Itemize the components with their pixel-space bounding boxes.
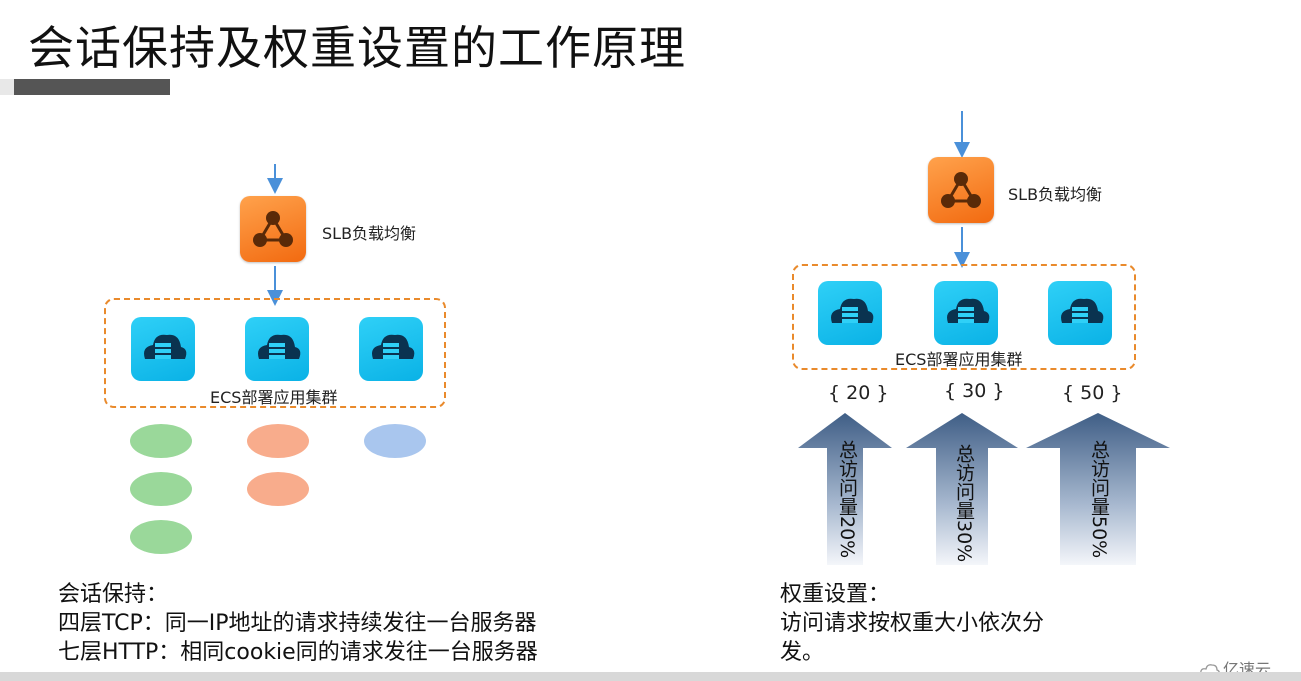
right-ecs-server-icon-2: [934, 281, 998, 345]
traffic-arrow-30: [906, 413, 1018, 565]
bottom-strip: [0, 672, 1301, 681]
weight-heading: 权重设置：: [780, 582, 891, 607]
right-ecs-server-icon-3: [1048, 281, 1112, 345]
right-slb-label: SLB负载均衡: [1008, 185, 1103, 204]
title-bar-notch: [0, 79, 14, 95]
traffic-arrows: [798, 413, 1170, 565]
weight-line-1: 访问请求按权重大小依次分: [780, 611, 1045, 636]
right-slb-icon: [928, 157, 994, 223]
weight-line-2: 发。: [780, 640, 825, 665]
traffic-arrow-20: [798, 413, 892, 565]
traffic-arrow-label-50: 总访问量50%: [1088, 440, 1110, 559]
left-ecs-server-icon-2: [245, 317, 309, 381]
page-title: 会话保持及权重设置的工作原理: [28, 21, 686, 75]
weight-label-2: { 30 }: [944, 380, 1005, 402]
session-oval-green-2: [130, 472, 192, 506]
session-oval-green-1: [130, 424, 192, 458]
traffic-arrow-label-30: 总访问量30%: [953, 444, 975, 563]
session-oval-blue-1: [364, 424, 426, 458]
weight-description: 权重设置： 访问请求按权重大小依次分 发。: [780, 580, 1044, 667]
right-ecs-cluster: [792, 264, 1136, 370]
right-cluster-label: ECS部署应用集群: [895, 350, 1023, 369]
left-slb-icon: [240, 196, 306, 262]
session-oval-salmon-1: [247, 424, 309, 458]
weight-label-3: { 50 }: [1062, 382, 1123, 404]
title-underline-bar: [0, 79, 170, 95]
left-slb-label: SLB负载均衡: [322, 224, 417, 243]
right-ecs-server-icon-1: [818, 281, 882, 345]
left-ecs-cluster: [104, 298, 446, 408]
left-ecs-server-icon-3: [359, 317, 423, 381]
left-cluster-label: ECS部署应用集群: [210, 388, 338, 407]
session-heading: 会话保持：: [58, 582, 169, 607]
traffic-arrow-50: [1026, 413, 1170, 565]
session-description: 会话保持： 四层TCP：同一IP地址的请求持续发往一台服务器 七层HTTP：相同…: [58, 580, 538, 667]
traffic-arrow-label-20: 总访问量20%: [836, 440, 858, 559]
left-ecs-server-icon-1: [131, 317, 195, 381]
session-oval-green-3: [130, 520, 192, 554]
weight-label-1: { 20 }: [828, 382, 889, 404]
session-line-http: 七层HTTP：相同cookie同的请求发往一台服务器: [58, 640, 538, 665]
session-line-tcp: 四层TCP：同一IP地址的请求持续发往一台服务器: [58, 611, 537, 636]
session-oval-salmon-2: [247, 472, 309, 506]
